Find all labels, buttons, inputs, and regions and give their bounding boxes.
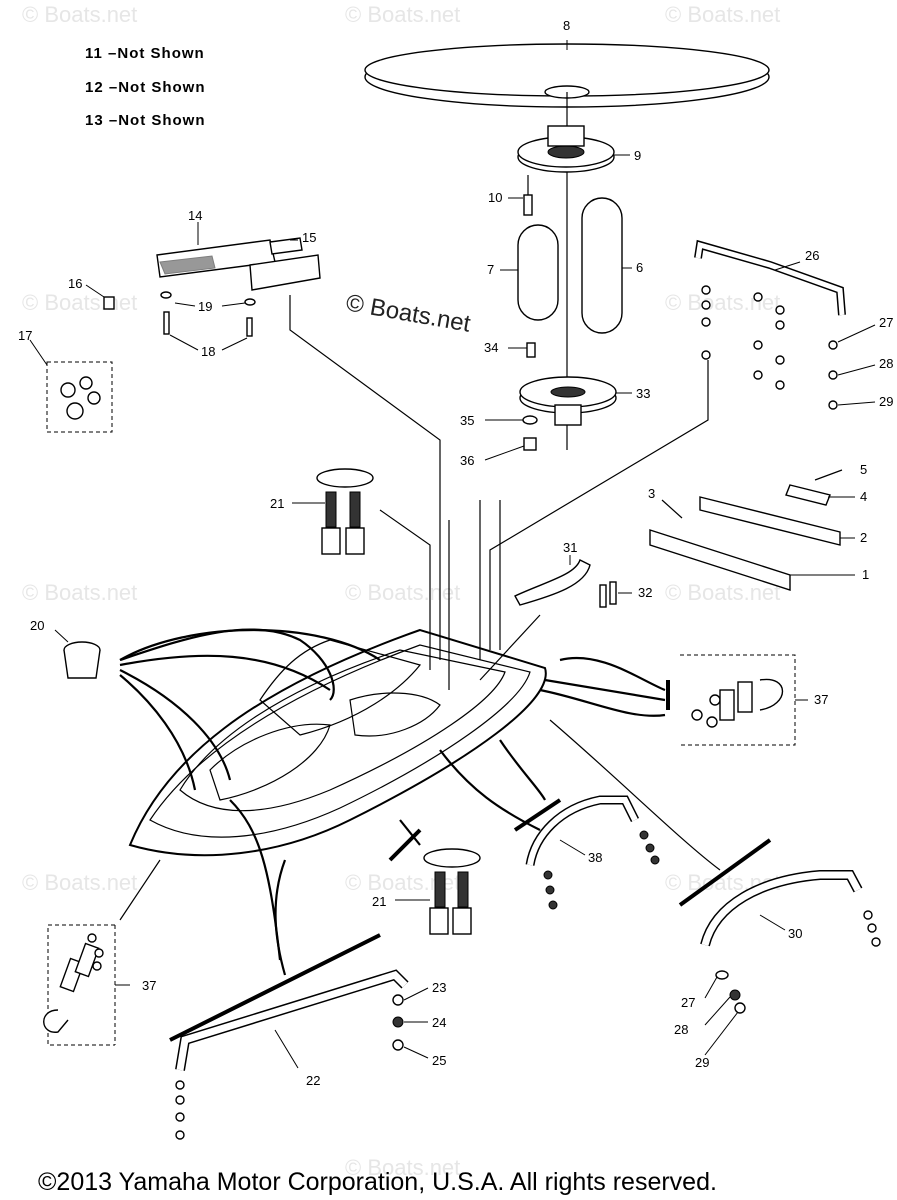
- part-18-screw: [246, 317, 253, 337]
- part-16-fastener: [85, 284, 115, 310]
- part-37-kit-left: [43, 924, 130, 1046]
- callout-30: 30: [788, 926, 802, 941]
- watermark: © Boats.net: [345, 1155, 460, 1180]
- callout-29: 29: [695, 1055, 709, 1070]
- callout-10: 10: [488, 190, 502, 205]
- rail-fasteners: [701, 285, 876, 410]
- watermark: © Boats.net: [665, 580, 780, 605]
- callout-29: 29: [879, 394, 893, 409]
- callout-5: 5: [860, 462, 867, 477]
- callout-21: 21: [270, 496, 284, 511]
- watermark: © Boats.net: [345, 580, 460, 605]
- callout-4: 4: [860, 489, 867, 504]
- watermark: © Boats.net: [665, 290, 780, 315]
- part-21-cleat: [292, 468, 374, 555]
- part-38-rail: [513, 795, 660, 910]
- callout-23: 23: [432, 980, 446, 995]
- callout-38: 38: [588, 850, 602, 865]
- part-37-kit-right: [666, 654, 808, 746]
- watermark: © Boats.net: [22, 2, 137, 27]
- part-34-pin: [508, 342, 536, 358]
- callout-15: 15: [302, 230, 316, 245]
- callout-labels: 1 2 3 4 5 6 7 8 9 10 14 15 16 17 18 19 2…: [18, 18, 893, 1088]
- callout-19: 19: [198, 299, 212, 314]
- watermark: © Boats.net: [22, 290, 137, 315]
- part-1-2-rails: [649, 469, 855, 591]
- callout-1: 1: [862, 567, 869, 582]
- callout-18: 18: [201, 344, 215, 359]
- leader-36: [484, 445, 525, 461]
- callout-14: 14: [188, 208, 202, 223]
- watermark: © Boats.net: [345, 2, 460, 27]
- center-watermark: © Boats.net: [344, 289, 473, 337]
- callout-26: 26: [805, 248, 819, 263]
- callout-24: 24: [432, 1015, 446, 1030]
- callout-8: 8: [563, 18, 570, 33]
- callout-33: 33: [636, 386, 650, 401]
- watermark: © Boats.net: [22, 580, 137, 605]
- callout-17: 17: [18, 328, 32, 343]
- callout-36: 36: [460, 453, 474, 468]
- callout-32: 32: [638, 585, 652, 600]
- callout-21: 21: [372, 894, 386, 909]
- part-19-washer: [244, 298, 256, 306]
- leader-18: [221, 337, 248, 351]
- part-26-rail: [694, 239, 846, 316]
- part-30-rail: [678, 838, 881, 1056]
- part-35-washer: [522, 415, 538, 425]
- part-21-cleat-lower: [388, 828, 481, 935]
- part-20-cup-holder: [54, 629, 101, 679]
- part-9-flange: [517, 125, 630, 173]
- callout-3: 3: [648, 486, 655, 501]
- callout-34: 34: [484, 340, 498, 355]
- leader-19: [174, 302, 196, 307]
- callout-9: 9: [634, 148, 641, 163]
- part-14-15-bracket: [156, 222, 321, 291]
- callout-31: 31: [563, 540, 577, 555]
- callout-16: 16: [68, 276, 82, 291]
- watermark: © Boats.net: [665, 2, 780, 27]
- callout-28: 28: [879, 356, 893, 371]
- callout-37: 37: [814, 692, 828, 707]
- leader-19: [221, 302, 246, 307]
- note-13: 13 –Not Shown: [85, 112, 206, 129]
- part-36-nut: [523, 437, 537, 451]
- callout-27: 27: [879, 315, 893, 330]
- note-12: 12 –Not Shown: [85, 79, 206, 96]
- part-7-tube: [500, 224, 559, 321]
- part-22-rail: [169, 933, 429, 1140]
- callout-20: 20: [30, 618, 44, 633]
- part-31-strap: [514, 555, 632, 608]
- part-17-kit: [29, 339, 113, 433]
- part-18-screw: [163, 311, 170, 335]
- callout-35: 35: [460, 413, 474, 428]
- part-6-tube: [581, 197, 632, 334]
- locator-cords: [119, 295, 721, 976]
- part-19-washer: [160, 291, 172, 299]
- callout-6: 6: [636, 260, 643, 275]
- callout-28: 28: [674, 1022, 688, 1037]
- callout-2: 2: [860, 530, 867, 545]
- callout-27: 27: [681, 995, 695, 1010]
- callout-22: 22: [306, 1073, 320, 1088]
- note-11: 11 –Not Shown: [85, 45, 205, 62]
- callout-7: 7: [487, 262, 494, 277]
- not-shown-notes: 11 –Not Shown 12 –Not Shown 13 –Not Show…: [85, 45, 206, 129]
- watermark-layer: © Boats.net © Boats.net © Boats.net © Bo…: [22, 2, 780, 1180]
- callout-25: 25: [432, 1053, 446, 1068]
- leader-18: [169, 334, 199, 351]
- part-10-pin: [508, 175, 533, 216]
- boat-hull: [128, 628, 547, 857]
- watermark: © Boats.net: [22, 870, 137, 895]
- copyright-notice: ©2013 Yamaha Motor Corporation, U.S.A. A…: [38, 1168, 717, 1196]
- part-33-base-flange: [519, 376, 632, 426]
- callout-37: 37: [142, 978, 156, 993]
